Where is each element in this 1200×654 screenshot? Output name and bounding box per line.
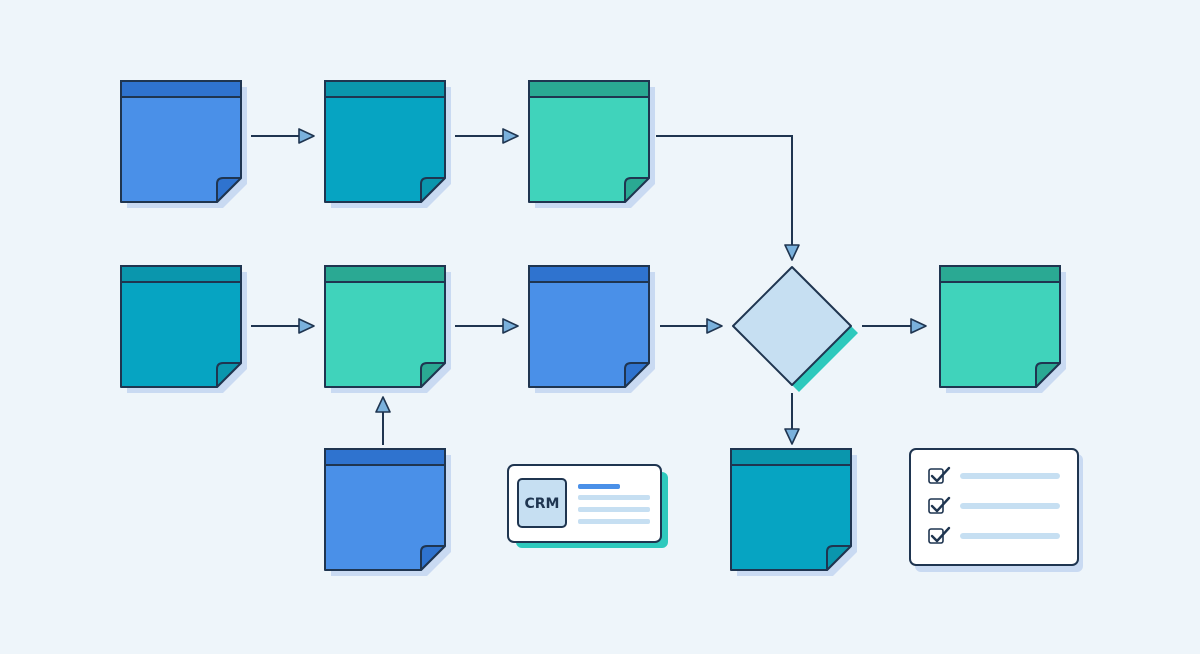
note-fold <box>420 545 446 571</box>
crm-badge <box>517 478 567 528</box>
note-fold <box>826 545 852 571</box>
arrow-head <box>502 318 519 334</box>
note-fold <box>624 362 650 388</box>
note-header <box>120 265 242 283</box>
crm-line <box>578 495 650 500</box>
checkmark-icon <box>930 466 951 483</box>
sticky-note <box>120 265 247 393</box>
note-header <box>939 265 1061 283</box>
arrow <box>251 128 315 144</box>
checklist-line <box>960 503 1060 509</box>
arrow-head <box>375 396 391 413</box>
note-header <box>730 448 852 466</box>
arrow-head <box>784 428 800 445</box>
checklist-item <box>928 466 1060 484</box>
sticky-note <box>939 265 1066 393</box>
crm-line-accent <box>578 484 620 489</box>
sticky-note <box>324 265 451 393</box>
crm-badge-label: CRM <box>525 496 560 512</box>
note-fold <box>216 177 242 203</box>
sticky-note <box>324 448 451 576</box>
decision-diamond <box>732 266 858 392</box>
arrow-head <box>298 318 315 334</box>
decision-body <box>732 266 852 386</box>
sticky-note <box>324 80 451 208</box>
arrow-head <box>502 128 519 144</box>
arrow-head <box>298 128 315 144</box>
arrow <box>784 393 800 445</box>
arrow-head <box>706 318 723 334</box>
arrow <box>251 318 315 334</box>
checkmark-icon <box>930 526 951 543</box>
note-fold <box>624 177 650 203</box>
crm-line <box>578 519 650 524</box>
checklist-line <box>960 473 1060 479</box>
connectors <box>251 128 927 445</box>
crm-card: CRM <box>507 464 668 548</box>
note-header <box>528 80 650 98</box>
note-fold <box>420 362 446 388</box>
arrow <box>455 128 519 144</box>
note-header <box>324 265 446 283</box>
crm-line <box>578 507 650 512</box>
arrow <box>375 396 391 445</box>
arrow-head <box>784 244 800 261</box>
arrow <box>656 135 800 261</box>
arrow <box>660 318 723 334</box>
checklist-item <box>928 496 1060 514</box>
checklist-items <box>928 466 1060 544</box>
note-header <box>324 80 446 98</box>
arrow-line <box>656 135 793 246</box>
sticky-note <box>528 80 655 208</box>
arrow-head <box>910 318 927 334</box>
arrow <box>455 318 519 334</box>
sticky-note <box>120 80 247 208</box>
note-header <box>324 448 446 466</box>
sticky-notes <box>120 80 1066 576</box>
note-fold <box>216 362 242 388</box>
checklist-item <box>928 526 1060 544</box>
arrow <box>862 318 927 334</box>
checklist-card <box>909 448 1083 572</box>
note-fold <box>1035 362 1061 388</box>
checklist-line <box>960 533 1060 539</box>
note-fold <box>420 177 446 203</box>
checkmark-icon <box>930 496 951 513</box>
sticky-note <box>528 265 655 393</box>
note-header <box>528 265 650 283</box>
note-header <box>120 80 242 98</box>
sticky-note <box>730 448 857 576</box>
